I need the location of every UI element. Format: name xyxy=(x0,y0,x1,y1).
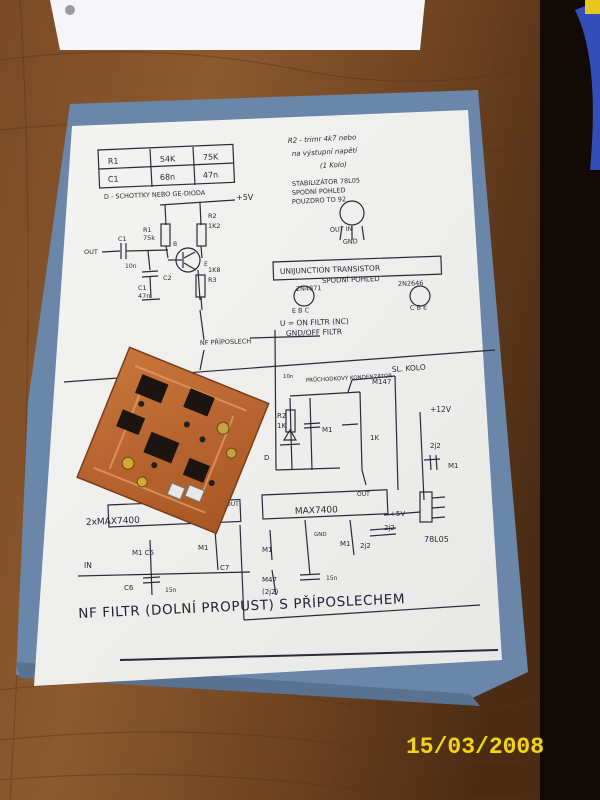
reg-label: 78L05 xyxy=(424,535,449,544)
gnd-label: GND xyxy=(314,532,327,538)
stab-line-1: STABILIZÁTOR 78L05 xyxy=(292,175,361,188)
uj-pins-1: E B C xyxy=(292,306,310,315)
filter-off-label: GND/OFF FILTR xyxy=(286,327,342,338)
r2-note-2: na výstupní napětí xyxy=(292,147,359,158)
table-c1-label: C1 xyxy=(108,175,119,184)
ic2-out: OUT xyxy=(357,491,370,498)
table-r1-label: R1 xyxy=(108,157,119,166)
in-label: IN xyxy=(84,561,92,570)
ic1-label: 2xMAX7400 xyxy=(86,516,141,528)
r2-note-3: (1 Kolo) xyxy=(320,161,348,170)
c2-label: C2 xyxy=(163,274,172,282)
yellow-label-corner xyxy=(585,0,600,14)
c6-value: 15n xyxy=(165,587,177,594)
r1-value: 75k xyxy=(143,234,155,242)
stab-pins: OUT IN xyxy=(330,225,353,234)
e-label: E xyxy=(204,261,208,268)
d-label: D xyxy=(264,454,269,462)
plus12v-label: +12V xyxy=(430,405,452,414)
ic2-label: MAX7400 xyxy=(295,505,339,517)
table-c1-v2: 47n xyxy=(203,170,219,180)
m47-value: (2j2) xyxy=(262,588,279,596)
sl-kolo-label: SL. KOLO xyxy=(392,363,427,374)
n10-label: 10n xyxy=(283,374,294,380)
c242c-label: 2j2 xyxy=(360,542,371,550)
r2-value: 1K2 xyxy=(208,222,221,230)
uj-pins-2: C B E xyxy=(410,303,428,312)
schematic-labels: R1 54K 75K C1 68n 47n D - SCHOTTKY NEBO … xyxy=(84,133,459,596)
m1d-label: M1 xyxy=(262,546,273,554)
c1-label: C1 xyxy=(138,284,147,292)
m1a-label: M1 xyxy=(322,426,333,434)
r1-label: R1 xyxy=(143,226,152,234)
r1k-label: 1K xyxy=(370,434,379,442)
b-label: B xyxy=(173,241,177,248)
m1c-label: M1 xyxy=(198,544,209,552)
pcb-chips xyxy=(116,374,215,483)
blue-glow xyxy=(575,0,600,170)
plastic-sleeve xyxy=(50,0,425,50)
dark-background-right xyxy=(540,0,600,800)
uj-line-1: UNIJUNCTION TRANSISTOR xyxy=(280,264,380,276)
stab-line-3: POUZDRO TO 92 xyxy=(292,195,347,206)
r3-label: R3 xyxy=(208,276,217,284)
schematic-paper xyxy=(34,110,502,686)
c242b-label: 2j2 xyxy=(384,524,395,532)
n15-label: 15n xyxy=(326,575,338,582)
stab-line-2: SPODNÍ POHLED xyxy=(292,185,346,197)
r2-label: R2 xyxy=(208,212,217,220)
date-stamp: 15/03/2008 xyxy=(406,734,545,760)
m1b-label: M1 xyxy=(448,462,459,470)
plus5v-top: +5V xyxy=(236,193,254,202)
m147-label: M147 xyxy=(372,378,391,386)
pcb-components xyxy=(121,400,237,503)
table-r1-v2: 75K xyxy=(203,152,220,162)
m47-label: M47 xyxy=(262,576,277,584)
ic1-out: OUT xyxy=(226,501,239,508)
c1-value: 47n xyxy=(138,292,150,300)
c7-label: C7 xyxy=(220,564,229,572)
plus5v-mid: +5V xyxy=(390,510,405,518)
c1-in-label: C1 xyxy=(118,235,127,243)
c5-label: M1 C5 xyxy=(132,549,154,557)
uj-part-1: 2N4871 xyxy=(296,284,322,293)
m1e-label: M1 xyxy=(340,540,351,548)
uj-part-2: 2N2646 xyxy=(398,279,424,288)
out-label: OUT xyxy=(84,248,98,256)
c1-in-value: 10n xyxy=(125,263,137,270)
nf-label: NF PŘÍPOSLECH xyxy=(200,336,252,347)
sleeve-hole xyxy=(65,5,75,15)
table-c1-v1: 68n xyxy=(160,172,176,182)
r2b-value: 1K xyxy=(277,422,286,430)
c242a-label: 2j2 xyxy=(430,442,441,450)
stab-gnd: GND xyxy=(343,237,358,246)
prochodkovy-label: PRŮCHODKOVÝ KONDENZÁTOR xyxy=(306,372,393,384)
r2-note-1: R2 - trimr 4k7 nebo xyxy=(288,133,357,145)
r2b-label: R2 xyxy=(277,412,286,420)
filter-on-label: U = ON FILTR (NC) xyxy=(280,317,349,328)
r3-value: 1K8 xyxy=(208,266,221,274)
table-r1-v1: 54K xyxy=(160,154,177,164)
uj-line-2: SPODNÍ POHLED xyxy=(322,274,380,285)
c6-label: C6 xyxy=(124,584,134,592)
pcb-board xyxy=(76,346,270,535)
